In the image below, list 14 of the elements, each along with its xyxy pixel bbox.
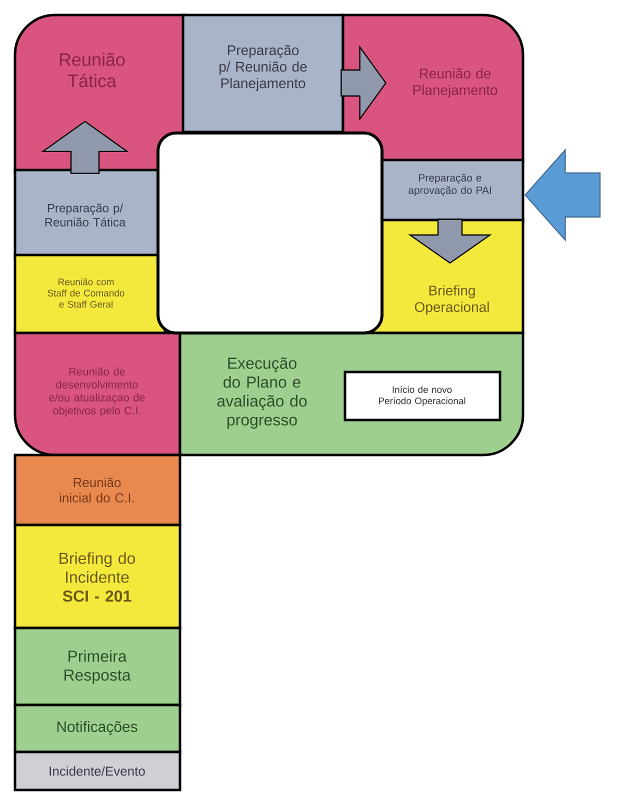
note-box: Início de novo Período Operacional — [344, 370, 502, 422]
process-box: Reunião de desenvolvimento e/ou atualizaçao de objetivos pelo C.I. — [14, 332, 182, 456]
process-box: Reunião com Staff de Comando e Staff Geral — [14, 254, 166, 334]
process-box: Primeira Resposta — [14, 626, 182, 706]
block-arrow — [340, 45, 387, 121]
process-box: Notificações — [14, 704, 182, 754]
process-box: Reunião inicial do C.I. — [14, 454, 182, 526]
process-box: Preparação p/ Reunião Tática — [14, 168, 166, 258]
block-arrow — [41, 120, 129, 174]
process-box: Preparação p/ Reunião de Planejamento — [182, 14, 344, 134]
block-arrow — [524, 148, 601, 242]
block-arrow — [408, 218, 492, 264]
process-box: Briefing do Incidente SCI - 201 — [14, 524, 182, 630]
process-box: Incidente/Evento — [14, 750, 182, 792]
